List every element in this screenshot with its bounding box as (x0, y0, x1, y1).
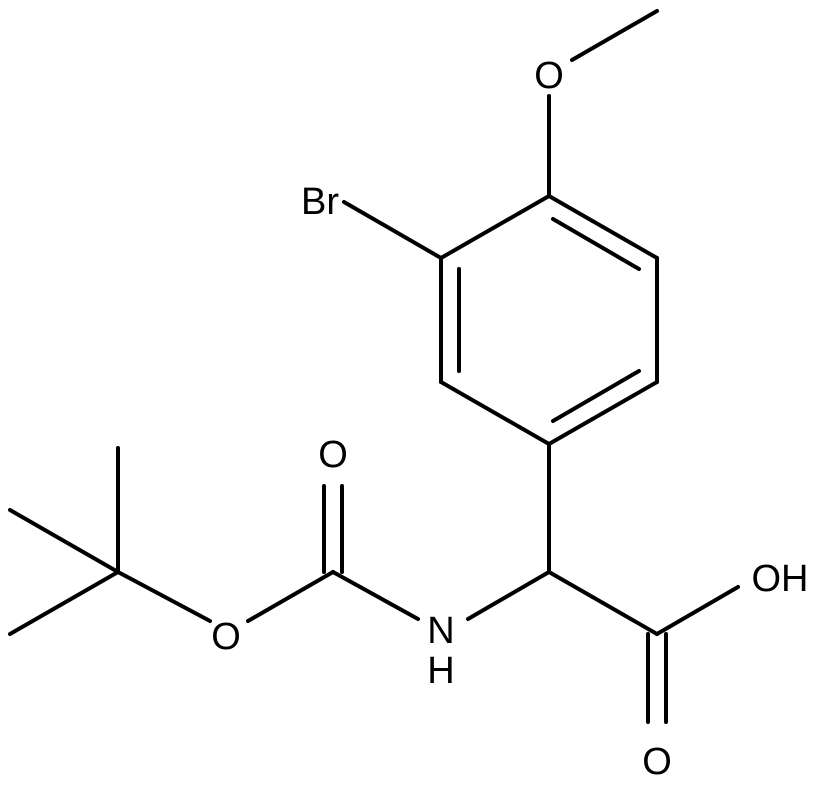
bond-ester-o-tbutyl-c (116, 570, 212, 623)
bond-nh-carbamate-c (331, 570, 420, 621)
bond-tbutyl-methyl-left (8, 508, 120, 574)
bond-ring-c1-c2-inner (551, 217, 641, 271)
bond-ring-c3-c4 (547, 380, 659, 446)
atom-label-methoxy-o: O (534, 55, 564, 97)
bond-ring-c1-c2 (547, 194, 659, 260)
bond-tbutyl-methyl-bottom (8, 570, 120, 636)
atom-label-hydroxyl: OH (752, 558, 809, 600)
atom-label-acid-carbonyl-o: O (642, 741, 672, 783)
bond-alpha-nh (466, 570, 551, 621)
bond-methyl-methoxy-o (570, 9, 659, 62)
atom-label-bromine: Br (301, 181, 339, 223)
atom-label-carbamate-ester-o: O (211, 616, 241, 658)
bond-carbamate-c-ester-o (246, 570, 335, 623)
bond-ring-bromine (342, 200, 443, 260)
bond-ring-c3-c4-inner (551, 369, 641, 423)
bond-ring-c6-c1 (439, 194, 551, 260)
bond-alpha-carboxyl-c (547, 570, 659, 636)
bond-ring-c4-c5 (439, 380, 551, 446)
bond-carboxyl-c-oh (655, 585, 740, 636)
atom-label-carbamate-carbonyl-o: O (318, 434, 348, 476)
